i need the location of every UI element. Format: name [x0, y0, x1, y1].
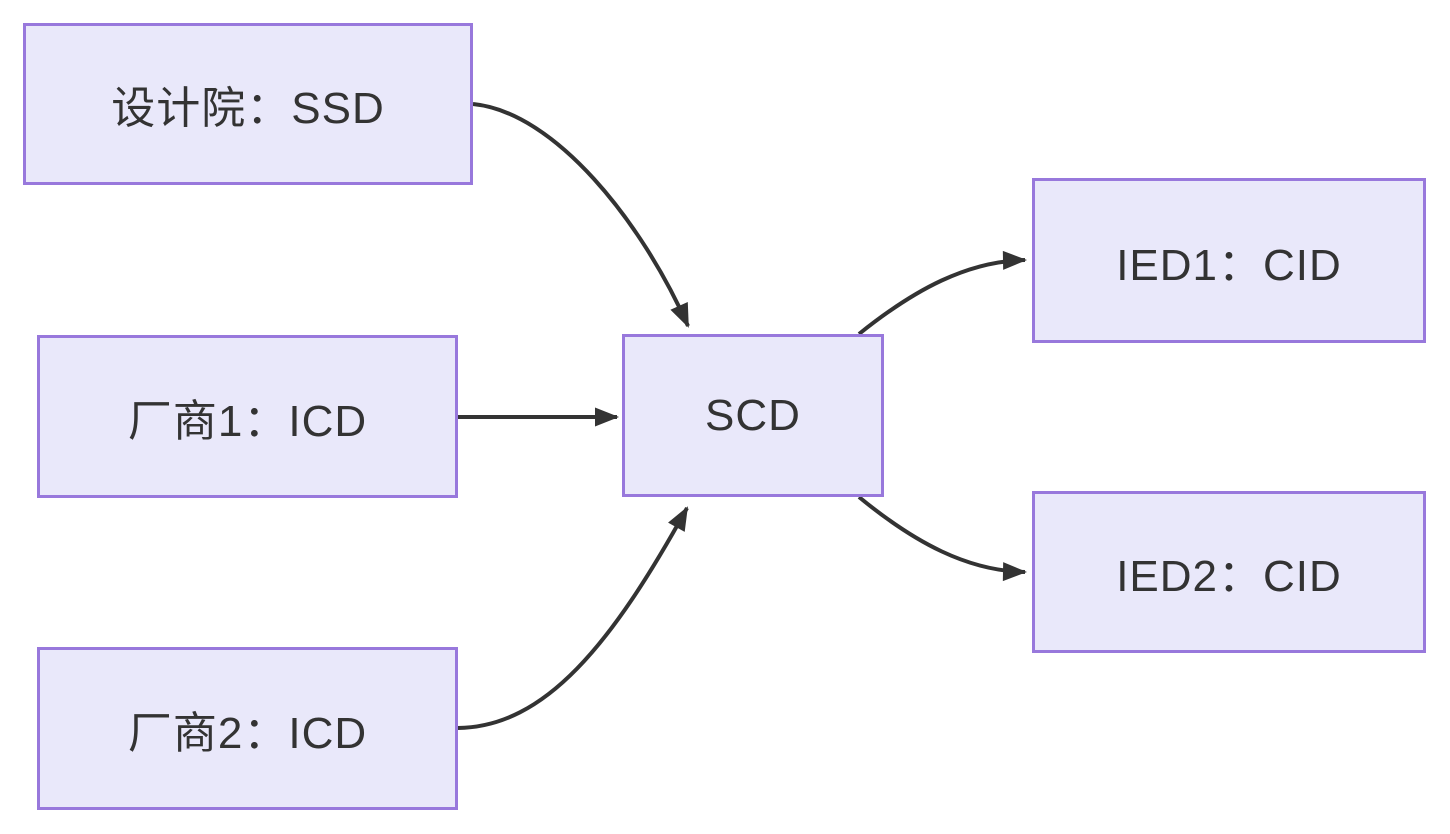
node-label: IED1：CID	[1116, 240, 1342, 290]
node-ied2-cid: IED2：CID	[1032, 491, 1426, 653]
node-label: 厂商2：ICD	[127, 708, 368, 758]
node-vendor2-icd: 厂商2：ICD	[37, 647, 458, 810]
edge-scd-to-ied2	[857, 495, 1027, 582]
node-label: SCD	[705, 390, 801, 440]
node-scd: SCD	[622, 334, 884, 497]
edge-ssd-to-scd	[472, 102, 690, 328]
edge-vendor2-to-scd	[457, 506, 689, 730]
node-label: IED2：CID	[1116, 552, 1342, 601]
node-design-institute-ssd: 设计院：SSD	[23, 23, 473, 185]
node-label: 厂商1：ICD	[127, 396, 368, 446]
node-ied1-cid: IED1：CID	[1032, 178, 1426, 343]
edge-scd-to-ied1	[857, 250, 1027, 336]
node-vendor1-icd: 厂商1：ICD	[37, 335, 458, 498]
node-label: 设计院：SSD	[111, 84, 385, 133]
